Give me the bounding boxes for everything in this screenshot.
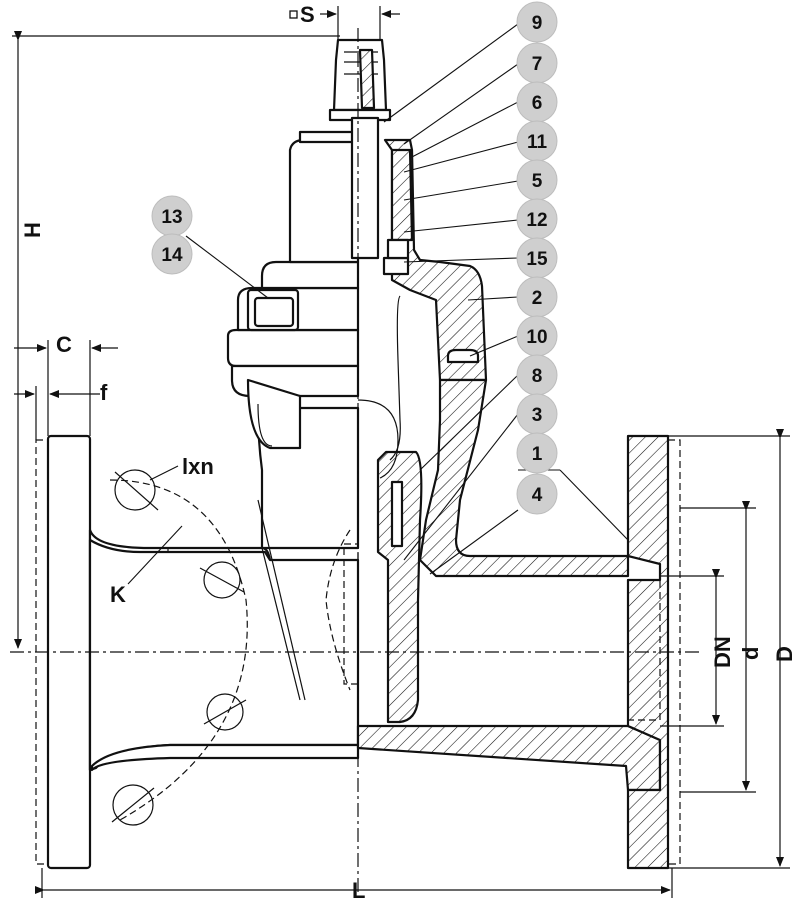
svg-text:7: 7 — [532, 54, 543, 75]
svg-text:8: 8 — [532, 366, 543, 387]
svg-text:4: 4 — [532, 485, 543, 506]
part-bubble-12: 12 — [516, 198, 558, 240]
dim-d-inner-label: d — [738, 647, 763, 660]
dimension-lines — [12, 6, 790, 898]
square-icon — [289, 10, 298, 19]
dim-dn-label: DN — [710, 636, 735, 668]
spindle-cap — [328, 38, 392, 260]
bolt-circle-label: K — [110, 582, 126, 607]
part-bubble-14: 14 — [151, 233, 193, 275]
leader-lines — [185, 23, 629, 575]
dimension-labels: S H C f L D d DN lxn K — [20, 2, 797, 903]
svg-text:5: 5 — [532, 171, 543, 192]
dim-c-label: C — [56, 332, 72, 357]
part-bubbles: 9 7 6 11 5 12 15 2 10 8 3 1 4 13 14 — [151, 1, 558, 515]
part-bubble-13: 13 — [151, 195, 193, 237]
center-lines — [10, 28, 700, 892]
bolt-holes-label: lxn — [182, 454, 214, 479]
part-bubble-15: 15 — [516, 237, 558, 279]
svg-text:2: 2 — [532, 288, 543, 309]
dim-s-label: S — [300, 2, 315, 27]
part-bubble-7: 7 — [516, 42, 558, 84]
svg-text:15: 15 — [526, 249, 548, 270]
part-bubble-1: 1 — [516, 432, 558, 474]
dim-d-outer-label: D — [772, 646, 797, 662]
svg-text:3: 3 — [532, 405, 543, 426]
svg-text:1: 1 — [532, 444, 543, 465]
svg-text:13: 13 — [161, 207, 182, 228]
part-bubble-2: 2 — [516, 276, 558, 318]
svg-text:9: 9 — [532, 13, 543, 34]
svg-text:11: 11 — [527, 132, 548, 153]
part-bubble-9: 9 — [516, 1, 558, 43]
bolt-circle — [109, 469, 248, 826]
svg-text:6: 6 — [532, 93, 543, 114]
bonnet-left-half — [226, 130, 360, 450]
part-bubble-4: 4 — [516, 473, 558, 515]
part-bubble-10: 10 — [516, 315, 558, 357]
svg-text:12: 12 — [526, 210, 547, 231]
dim-h-label: H — [20, 222, 45, 238]
part-bubble-5: 5 — [516, 159, 558, 201]
part-bubble-3: 3 — [516, 393, 558, 435]
part-bubble-11: 11 — [516, 120, 558, 162]
dim-f-label: f — [100, 380, 108, 405]
body-left-half — [88, 406, 360, 772]
svg-text:14: 14 — [161, 245, 183, 266]
dim-l-label: L — [352, 878, 365, 903]
part-bubble-8: 8 — [516, 354, 558, 396]
part-bubble-6: 6 — [516, 81, 558, 123]
svg-text:10: 10 — [526, 327, 547, 348]
